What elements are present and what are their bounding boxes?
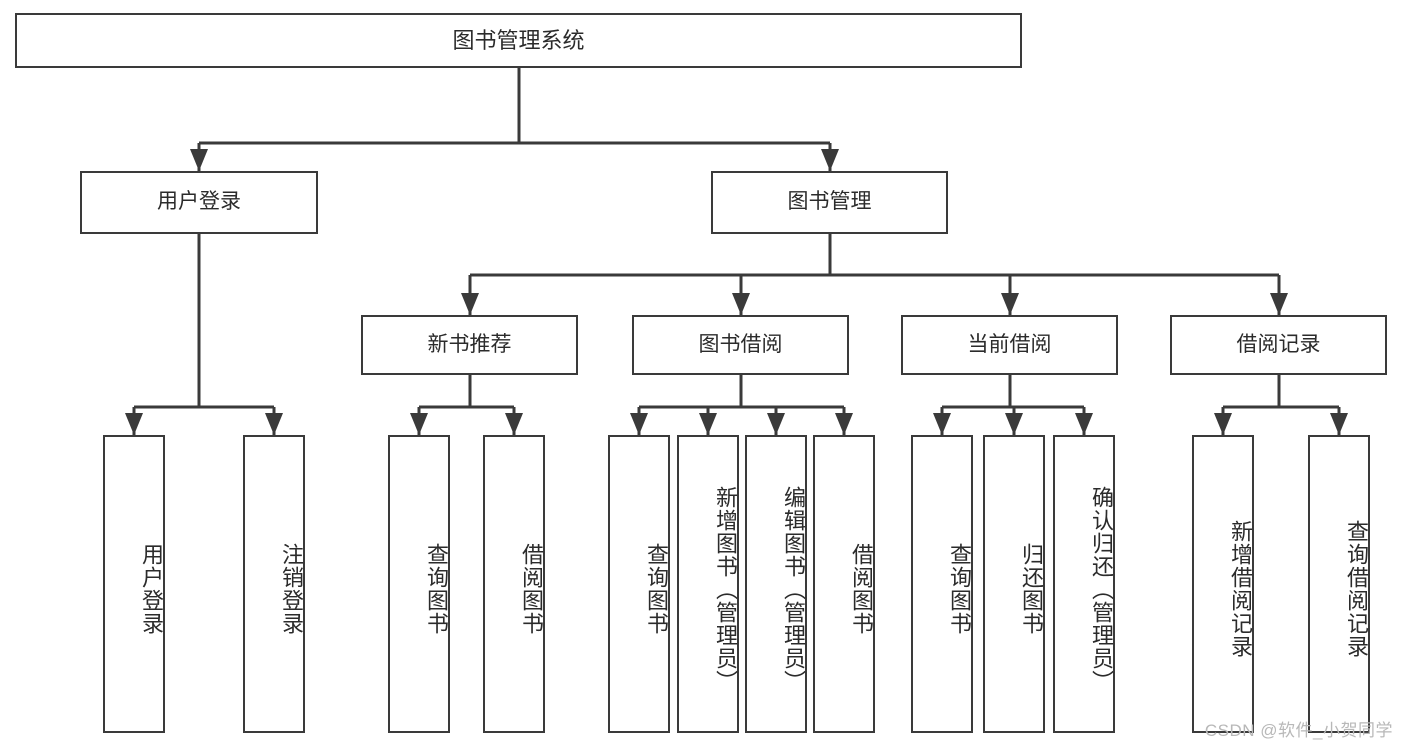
arrowhead-icon-l3-d2 xyxy=(1005,413,1023,435)
node-label-l3-c1: 查询图书 xyxy=(644,543,669,635)
arrowhead-icon-l2-new xyxy=(461,293,479,315)
node-box-l3-d3[interactable]: 确认归还（管理员） xyxy=(1053,435,1115,733)
node-label-l3-d2: 归还图书 xyxy=(1019,543,1044,635)
arrowhead-icon-l3-e2 xyxy=(1330,413,1348,435)
arrowhead-icon-l3-d1 xyxy=(933,413,951,435)
node-box-l2-borrow[interactable]: 图书借阅 xyxy=(632,315,849,375)
node-label-l1-book: 图书管理 xyxy=(787,190,872,214)
arrowhead-icon-l3-c3 xyxy=(767,413,785,435)
arrowhead-icon-l3-a1 xyxy=(125,413,143,435)
arrowhead-icon-l3-e1 xyxy=(1214,413,1232,435)
node-label-l2-borrow: 图书借阅 xyxy=(698,332,783,356)
arrowhead-icon-l2-borrow xyxy=(732,293,750,315)
arrowhead-icon-l3-b1 xyxy=(410,413,428,435)
arrowhead-icon-l3-c2 xyxy=(699,413,717,435)
arrowhead-icon-l2-current xyxy=(1001,293,1019,315)
node-label-l3-e1: 新增借阅记录 xyxy=(1228,520,1253,658)
node-label-l3-a2: 注销登录 xyxy=(279,543,304,635)
node-box-l3-d2[interactable]: 归还图书 xyxy=(983,435,1045,733)
node-box-l1-book[interactable]: 图书管理 xyxy=(711,171,948,234)
node-label-l3-c3: 编辑图书（管理员） xyxy=(781,485,806,693)
arrowhead-icon-l3-c1 xyxy=(630,413,648,435)
node-box-l3-e2[interactable]: 查询借阅记录 xyxy=(1308,435,1370,733)
node-label-l3-d3: 确认归还（管理员） xyxy=(1089,485,1114,693)
node-box-l3-a1[interactable]: 用户登录 xyxy=(103,435,165,733)
node-label-l2-record: 借阅记录 xyxy=(1236,332,1321,356)
arrowhead-icon-l3-c4 xyxy=(835,413,853,435)
arrowhead-icon-l3-a2 xyxy=(265,413,283,435)
node-label-l3-b2: 借阅图书 xyxy=(519,543,544,635)
watermark-text: CSDN @软件_小贺同学 xyxy=(1204,721,1393,740)
node-box-l3-a2[interactable]: 注销登录 xyxy=(243,435,305,733)
node-label-l2-current: 当前借阅 xyxy=(967,332,1052,356)
node-box-l3-b1[interactable]: 查询图书 xyxy=(388,435,450,733)
arrowhead-icon-l3-b2 xyxy=(505,413,523,435)
node-label-root: 图书管理系统 xyxy=(452,27,585,53)
node-label-l3-e2: 查询借阅记录 xyxy=(1344,520,1369,658)
arrowhead-icon-l1-login xyxy=(190,149,208,171)
node-label-l2-new: 新书推荐 xyxy=(427,332,512,356)
node-label-l1-login: 用户登录 xyxy=(157,190,241,214)
node-box-l3-d1[interactable]: 查询图书 xyxy=(911,435,973,733)
node-box-l3-c3[interactable]: 编辑图书（管理员） xyxy=(745,435,807,733)
node-label-l3-d1: 查询图书 xyxy=(947,543,972,635)
node-box-root[interactable]: 图书管理系统 xyxy=(15,13,1022,68)
node-box-l3-e1[interactable]: 新增借阅记录 xyxy=(1192,435,1254,733)
node-box-l2-record[interactable]: 借阅记录 xyxy=(1170,315,1387,375)
node-label-l3-c2: 新增图书（管理员） xyxy=(713,485,738,693)
node-label-l3-a1: 用户登录 xyxy=(139,543,164,635)
node-label-l3-c4: 借阅图书 xyxy=(849,543,874,635)
node-box-l3-c2[interactable]: 新增图书（管理员） xyxy=(677,435,739,733)
node-box-l3-c1[interactable]: 查询图书 xyxy=(608,435,670,733)
node-label-l3-b1: 查询图书 xyxy=(424,543,449,635)
arrowhead-icon-l3-d3 xyxy=(1075,413,1093,435)
node-box-l1-login[interactable]: 用户登录 xyxy=(80,171,318,234)
arrowhead-icon-l1-book xyxy=(821,149,839,171)
node-box-l3-c4[interactable]: 借阅图书 xyxy=(813,435,875,733)
node-box-l3-b2[interactable]: 借阅图书 xyxy=(483,435,545,733)
arrowhead-icon-l2-record xyxy=(1270,293,1288,315)
node-box-l2-new[interactable]: 新书推荐 xyxy=(361,315,578,375)
node-box-l2-current[interactable]: 当前借阅 xyxy=(901,315,1118,375)
